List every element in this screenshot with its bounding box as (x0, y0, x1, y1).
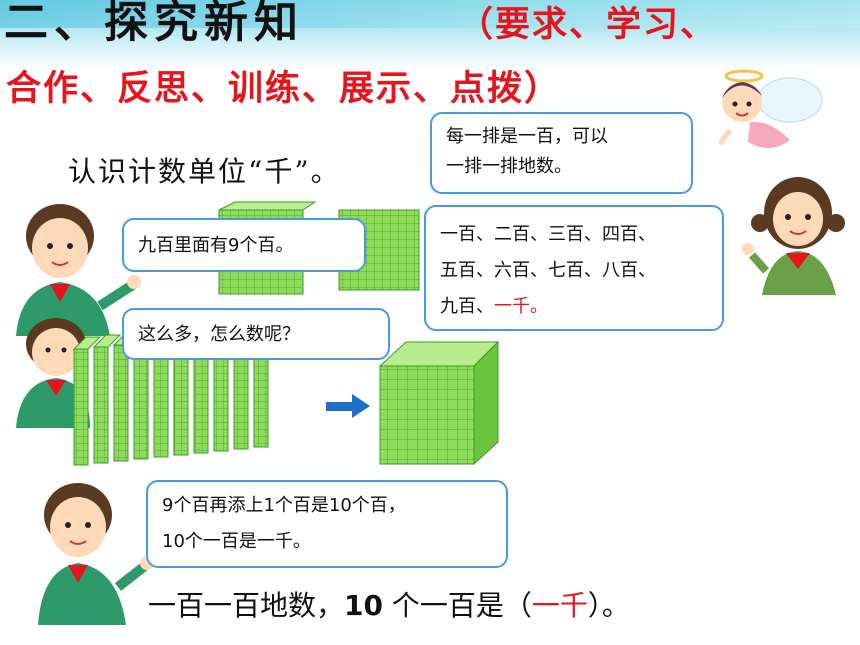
bubble-text-line: 一排一排地数。 (446, 156, 572, 177)
girl-illustration (742, 177, 845, 295)
bubble-text-line: 一百、二百、三百、四百、 (440, 224, 656, 245)
angel-illustration (717, 69, 823, 149)
conclusion-part: 个一百是（ (382, 589, 532, 622)
speech-bubble-boy-3: 9个百再添上1个百是10个百， 10个一百是一千。 (146, 480, 508, 568)
bubble-text-line: 九百、一千。 (440, 289, 708, 325)
header-stripe (0, 0, 860, 28)
bubble-text-line: 这么多，怎么数呢？ (138, 324, 300, 345)
bubble-text-line: 10个一百是一千。 (162, 531, 311, 552)
speech-bubble-boy-2: 这么多，怎么数呢？ (122, 308, 390, 360)
conclusion-sentence: 一百一百地数，10 个一百是（一千）。 (148, 584, 630, 624)
section-heading: 认识计数单位“千”。 (68, 155, 341, 188)
bubble-text-line: 9个百再添上1个百是10个百， (162, 495, 406, 516)
bubble-text-line: 五百、六百、七百、八百、 (440, 260, 656, 281)
hundred-plate (133, 342, 149, 460)
boy-illustration-3 (38, 483, 154, 625)
arrow-icon (326, 394, 370, 418)
conclusion-answer: 一千 (531, 589, 588, 622)
speech-bubble-boy-1: 九百里面有9个百。 (122, 218, 366, 272)
hundred-plate (113, 344, 129, 462)
bubble-text-line: 九百里面有9个百。 (138, 235, 294, 256)
conclusion-part: 一百一百地数， (148, 589, 345, 622)
boy-illustration-2 (16, 318, 90, 428)
speech-bubble-girl: 一百、二百、三百、四百、 五百、六百、七百、八百、 九百、一千。 (424, 205, 724, 331)
hundred-plate (73, 348, 89, 466)
boy-illustration-1 (16, 204, 141, 336)
conclusion-number: 10 (344, 589, 383, 622)
page-subtitle-line2: 合作、反思、训练、展示、点拨） (6, 68, 562, 109)
speech-bubble-angel: 每一排是一百，可以 一排一排地数。 (430, 112, 693, 194)
bubble-text-line: 每一排是一百，可以 (446, 126, 608, 147)
hundred-plate (93, 346, 109, 464)
answer-highlight: 一千。 (494, 296, 548, 317)
conclusion-part: ）。 (587, 589, 630, 622)
bubble-text-part: 九百、 (440, 296, 494, 317)
page-title: 二、探究新知 (4, 0, 304, 48)
thousand-cube (378, 340, 500, 466)
page-subtitle-line1: （要求、学习、 (458, 4, 718, 45)
